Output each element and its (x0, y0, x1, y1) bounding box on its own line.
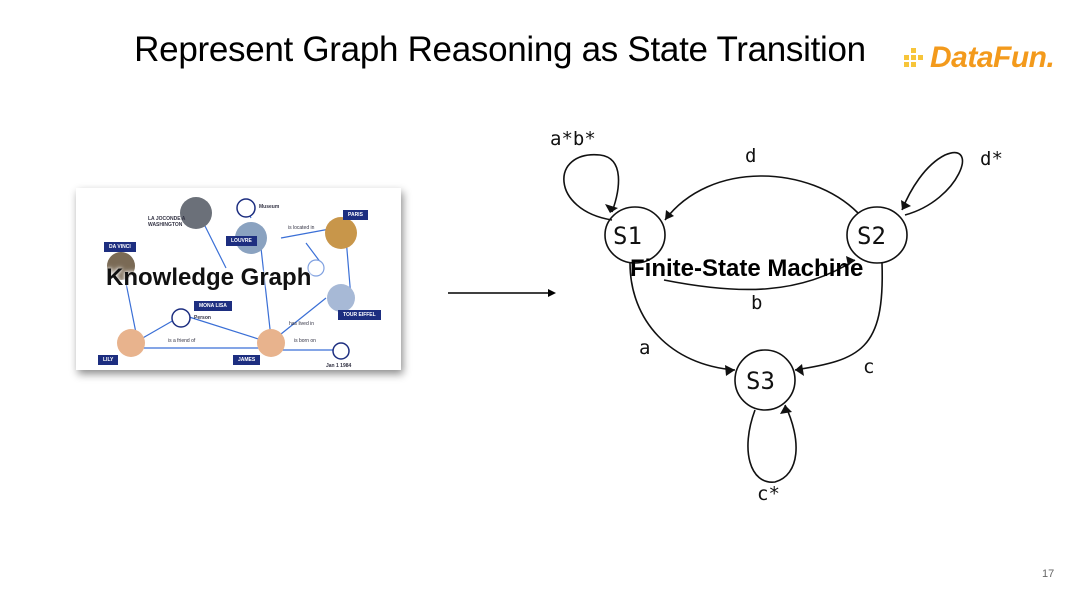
kg-text: LA JOCONDE A WASHINGTON (148, 216, 188, 228)
kg-tag: MONA LISA (194, 301, 232, 311)
edge-label: c (863, 356, 874, 378)
logo-dots-icon (904, 48, 928, 72)
kg-tag: LOUVRE (226, 236, 257, 246)
state-s3-label: S3 (746, 367, 775, 395)
edge-label: d (745, 145, 756, 167)
edge-label: b (751, 292, 762, 314)
kg-text: Person (194, 315, 211, 321)
state-s2-label: S2 (857, 222, 886, 250)
page-number: 17 (1042, 568, 1054, 580)
logo-text: DataFun. (930, 41, 1054, 75)
kg-text: has lived in (289, 321, 314, 327)
kg-text: Jan 1 1984 (326, 363, 351, 369)
kg-text: is a friend of (168, 338, 195, 344)
fsm-diagram: S1 S2 S3 a*b* d d* b a c c* (540, 120, 1060, 520)
knowledge-graph-label: Knowledge Graph (106, 264, 311, 292)
kg-text: Museum (259, 204, 279, 210)
kg-text: is born on (294, 338, 316, 344)
kg-text: is located in (288, 225, 314, 231)
kg-tag: DA VINCI (104, 242, 136, 252)
edge-label: a*b* (550, 128, 596, 150)
edge-label: c* (757, 483, 780, 505)
slide-title: Represent Graph Reasoning as State Trans… (0, 30, 1000, 70)
edge-label: d* (980, 148, 1003, 170)
edge-label: a (639, 337, 650, 359)
kg-tag: LILY (98, 355, 118, 365)
kg-tag: TOUR EIFFEL (338, 310, 381, 320)
fsm-label: Finite-State Machine (630, 255, 863, 283)
kg-tag: JAMES (233, 355, 260, 365)
datafun-logo: DataFun. (904, 40, 1034, 80)
knowledge-graph-image: DA VINCI LOUVRE PARIS MONA LISA TOUR EIF… (76, 188, 401, 370)
state-s1-label: S1 (613, 222, 642, 250)
kg-tag: PARIS (343, 210, 368, 220)
